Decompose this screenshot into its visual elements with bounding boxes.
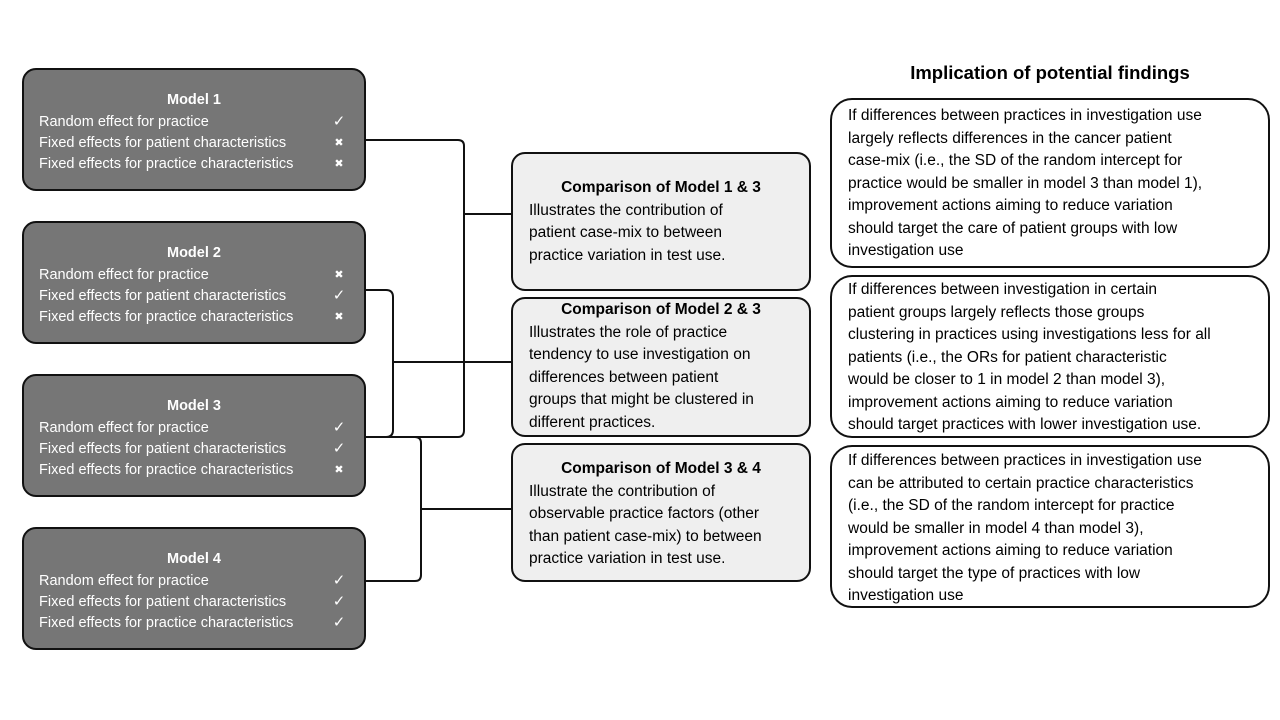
implications-title: Implication of potential findings: [910, 62, 1190, 83]
row-label: Fixed effects for practice characteristi…: [39, 615, 294, 631]
text-line: Illustrate the contribution of: [529, 482, 716, 500]
text-line: would be closer to 1 in model 2 than mod…: [848, 371, 1166, 388]
text-line: tendency to use investigation on: [529, 346, 751, 363]
check-icon: ✓: [332, 419, 346, 436]
model-4-box: Model 4 Random effect for practice ✓ Fix…: [22, 527, 366, 650]
implication-box-1: If differences between practices in inve…: [830, 98, 1270, 268]
row-label: Fixed effects for practice characteristi…: [39, 156, 294, 172]
model-row: Fixed effects for patient characteristic…: [39, 439, 351, 459]
row-label: Random effect for practice: [39, 267, 209, 283]
text-line: Illustrates the role of practice: [529, 323, 728, 341]
text-line: (i.e., the SD of the random intercept fo…: [848, 497, 1175, 514]
bracket-model-1-3: [366, 139, 465, 438]
check-icon: ✓: [332, 113, 346, 130]
check-icon: ✓: [332, 440, 346, 457]
cross-icon: ✖: [334, 311, 344, 323]
text-line: groups that might be clustered in: [529, 391, 754, 408]
text-line: observable practice factors (other: [529, 505, 760, 522]
model-row: Fixed effects for practice characteristi…: [39, 154, 351, 174]
text-line: If differences between practices in inve…: [848, 107, 1202, 124]
model-row: Random effect for practice ✓: [39, 418, 351, 438]
text-line: If differences between practices in inve…: [848, 452, 1202, 469]
model-row: Fixed effects for practice characteristi…: [39, 460, 351, 480]
model-row: Random effect for practice ✖: [39, 265, 351, 285]
text-line: practice variation in test use.: [529, 550, 726, 567]
comparison-title: Comparison of Model 2 & 3: [561, 301, 761, 318]
text-line: would be smaller in model 4 than model 3…: [848, 519, 1144, 537]
row-label: Fixed effects for practice characteristi…: [39, 462, 294, 478]
text-line: patient groups largely reflects those gr…: [848, 303, 1145, 321]
comparison-text: Illustrates the contribution of patient …: [513, 200, 809, 268]
check-icon: ✓: [332, 614, 346, 631]
text-line: improvement actions aiming to reduce var…: [848, 393, 1173, 411]
text-line: differences between patient: [529, 368, 719, 386]
model-row: Random effect for practice ✓: [39, 112, 351, 132]
model-row: Fixed effects for practice characteristi…: [39, 613, 351, 633]
comparison-2-3-box: Comparison of Model 2 & 3 Illustrates th…: [511, 297, 811, 437]
row-label: Random effect for practice: [39, 114, 209, 130]
comparison-text: Illustrate the contribution of observabl…: [513, 481, 809, 571]
text-line: should target the type of practices with…: [848, 564, 1141, 582]
row-label: Fixed effects for practice characteristi…: [39, 309, 294, 325]
row-label: Random effect for practice: [39, 573, 209, 589]
text-line: can be attributed to certain practice ch…: [848, 474, 1194, 492]
row-label: Fixed effects for patient characteristic…: [39, 441, 287, 457]
model-title: Model 1: [167, 92, 221, 108]
text-line: Illustrates the contribution of: [529, 201, 723, 219]
text-line: investigation use: [848, 587, 964, 604]
model-row: Fixed effects for practice characteristi…: [39, 307, 351, 327]
model-row: Fixed effects for patient characteristic…: [39, 592, 351, 612]
cross-icon: ✖: [334, 464, 344, 476]
comparison-text: Illustrates the role of practice tendenc…: [513, 322, 809, 435]
text-line: practice would be smaller in model 3 tha…: [848, 174, 1203, 192]
text-line: should target practices with lower inves…: [848, 416, 1202, 433]
check-icon: ✓: [332, 593, 346, 610]
row-label: Fixed effects for patient characteristic…: [39, 288, 287, 304]
text-line: patients (i.e., the ORs for patient char…: [848, 348, 1167, 366]
text-line: than patient case-mix) to between: [529, 527, 762, 545]
model-row: Fixed effects for patient characteristic…: [39, 286, 351, 306]
text-line: should target the care of patient groups…: [848, 219, 1178, 237]
text-line: investigation use: [848, 242, 964, 259]
text-line: clustering in practices using investigat…: [848, 326, 1211, 343]
text-line: improvement actions aiming to reduce var…: [848, 542, 1173, 559]
row-label: Random effect for practice: [39, 420, 209, 436]
model-1-box: Model 1 Random effect for practice ✓ Fix…: [22, 68, 366, 191]
text-line: practice variation in test use.: [529, 246, 726, 264]
text-line: largely reflects differences in the canc…: [848, 129, 1172, 147]
implication-box-2: If differences between investigation in …: [830, 275, 1270, 438]
cross-icon: ✖: [334, 158, 344, 170]
text-line: different practices.: [529, 413, 656, 431]
cross-icon: ✖: [334, 137, 344, 149]
text-line: patient case-mix to between: [529, 224, 722, 241]
model-title: Model 3: [167, 398, 221, 414]
text-line: If differences between investigation in …: [848, 281, 1158, 298]
model-row: Random effect for practice ✓: [39, 571, 351, 591]
implication-box-3: If differences between practices in inve…: [830, 445, 1270, 608]
row-label: Fixed effects for patient characteristic…: [39, 594, 287, 610]
comparison-1-3-box: Comparison of Model 1 & 3 Illustrates th…: [511, 152, 811, 291]
check-icon: ✓: [332, 572, 346, 589]
text-line: improvement actions aiming to reduce var…: [848, 197, 1173, 214]
text-line: case-mix (i.e., the SD of the random int…: [848, 152, 1183, 169]
bracket-model-3-4: [366, 436, 422, 582]
bracket-model-2-3: [366, 289, 394, 438]
check-icon: ✓: [332, 287, 346, 304]
model-2-box: Model 2 Random effect for practice ✖ Fix…: [22, 221, 366, 344]
comparison-3-4-box: Comparison of Model 3 & 4 Illustrate the…: [511, 443, 811, 582]
model-title: Model 2: [167, 245, 221, 261]
comparison-title: Comparison of Model 3 & 4: [561, 460, 761, 477]
comparison-title: Comparison of Model 1 & 3: [561, 179, 761, 196]
row-label: Fixed effects for patient characteristic…: [39, 135, 287, 151]
model-row: Fixed effects for patient characteristic…: [39, 133, 351, 153]
model-title: Model 4: [167, 551, 221, 567]
model-3-box: Model 3 Random effect for practice ✓ Fix…: [22, 374, 366, 497]
cross-icon: ✖: [334, 269, 344, 281]
